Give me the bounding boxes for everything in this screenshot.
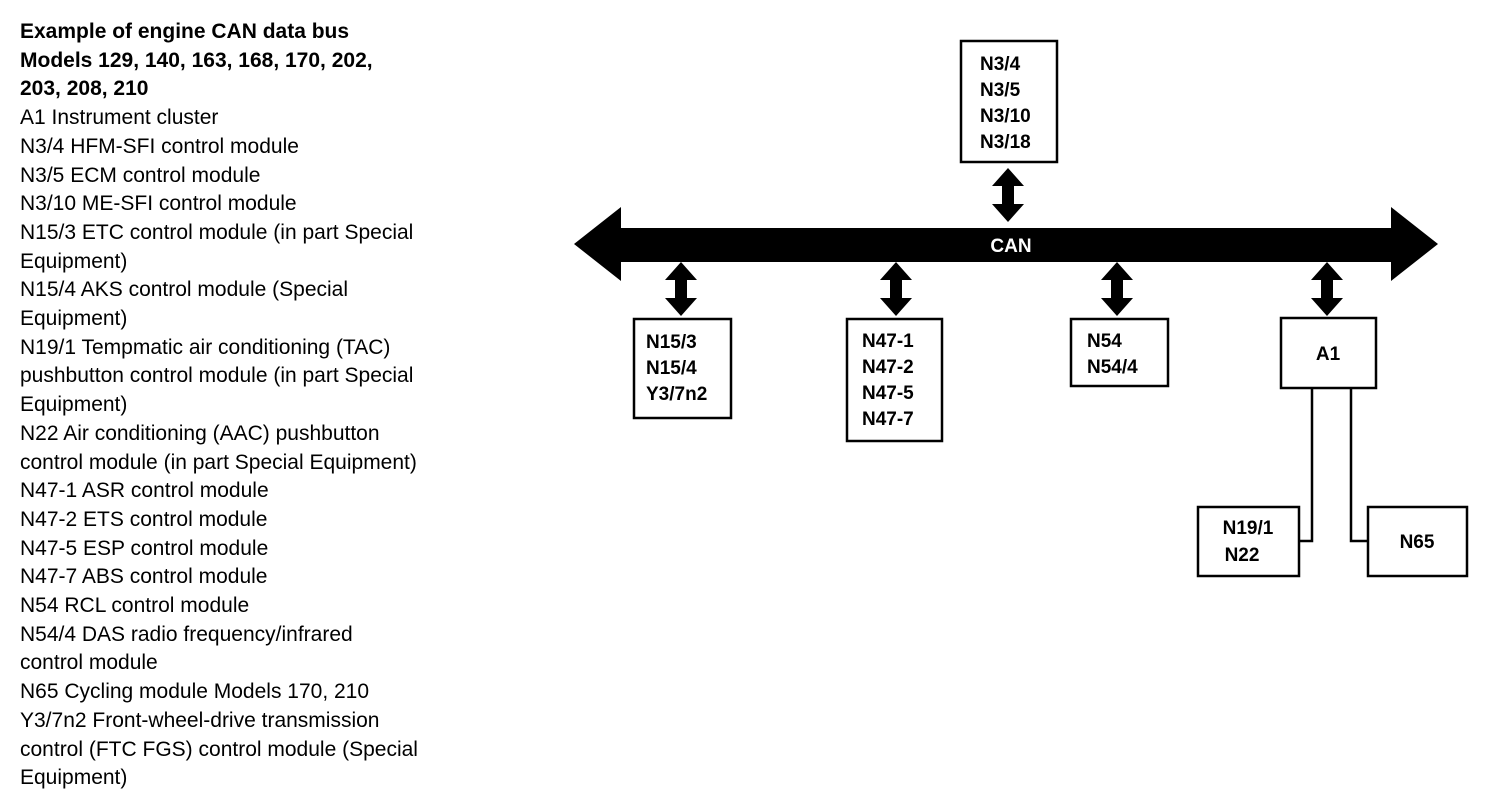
- connector-line-n19: [1299, 388, 1314, 543]
- legend-line: N3/4 HFM-SFI control module: [20, 134, 299, 158]
- connector-line-n65: [1349, 388, 1368, 543]
- legend-line: N54/4 DAS radio frequency/infrared: [20, 622, 353, 646]
- box-label: N3/18: [980, 132, 1031, 153]
- box-label: N54: [1087, 331, 1122, 352]
- legend-line: N19/1 Tempmatic air conditioning (TAC): [20, 335, 391, 359]
- legend-line: N54 RCL control module: [20, 594, 250, 618]
- legend-line: Equipment): [20, 249, 128, 273]
- box-label: N54/4: [1087, 357, 1138, 378]
- legend-line: N47-5 ESP control module: [20, 536, 269, 560]
- legend-line: pushbutton control module (in part Speci…: [20, 364, 414, 388]
- legend-title-line: Models 129, 140, 163, 168, 170, 202,: [20, 48, 373, 72]
- legend-line: N15/4 AKS control module (Special: [20, 278, 349, 302]
- can-bus-label: CAN: [990, 236, 1031, 257]
- box-label: N22: [1225, 545, 1260, 566]
- module-box-n65: [1366, 505, 1469, 578]
- legend: Example of engine CAN data bus Models 12…: [20, 18, 520, 793]
- legend-line: Equipment): [20, 766, 128, 790]
- box-label: N47-7: [862, 409, 914, 430]
- module-box-n54: [1069, 317, 1170, 388]
- box-label: N47-1: [862, 331, 914, 352]
- legend-title-line: 203, 208, 210: [20, 77, 149, 101]
- legend-line: N22 Air conditioning (AAC) pushbutton: [20, 421, 380, 445]
- legend-line: control (FTC FGS) control module (Specia…: [20, 737, 418, 761]
- module-box-top: [959, 39, 1059, 164]
- legend-line: N3/10 ME-SFI control module: [20, 192, 297, 216]
- connector-arrow-b2: [880, 262, 912, 316]
- box-label: N65: [1400, 532, 1435, 553]
- legend-title-line: Example of engine CAN data bus: [20, 20, 350, 43]
- box-label: A1: [1316, 344, 1341, 365]
- module-box-n47: [845, 317, 944, 443]
- box-label: N3/10: [980, 106, 1031, 127]
- legend-line: N47-7 ABS control module: [20, 565, 268, 589]
- box-label: N3/4: [980, 54, 1021, 75]
- legend-line: Equipment): [20, 393, 128, 417]
- connector-arrow-b1: [665, 262, 697, 316]
- legend-line: N47-1 ASR control module: [20, 479, 269, 503]
- connector-arrow-top: [992, 168, 1024, 222]
- module-box-n15: [632, 317, 733, 420]
- legend-line: Y3/7n2 Front-wheel-drive transmission: [20, 708, 380, 732]
- legend-line: N15/3 ETC control module (in part Specia…: [20, 220, 414, 244]
- legend-line: A1 Instrument cluster: [20, 106, 219, 130]
- legend-line: Equipment): [20, 307, 128, 331]
- box-label: N19/1: [1223, 518, 1274, 539]
- box-label: N3/5: [980, 80, 1021, 101]
- legend-line: N47-2 ETS control module: [20, 507, 268, 531]
- box-label: N15/4: [646, 358, 697, 379]
- connector-arrow-a1: [1311, 262, 1343, 316]
- module-box-a1: [1279, 316, 1378, 390]
- legend-line: control module (in part Special Equipmen…: [20, 450, 417, 474]
- legend-line: control module: [20, 651, 158, 675]
- box-label: N47-2: [862, 357, 914, 378]
- box-label: N47-5: [862, 383, 914, 404]
- legend-line: N65 Cycling module Models 170, 210: [20, 680, 370, 704]
- legend-line: N3/5 ECM control module: [20, 163, 261, 187]
- module-box-n19: [1196, 505, 1301, 578]
- box-label: Y3/7n2: [646, 384, 707, 405]
- connector-arrow-b3: [1101, 262, 1133, 316]
- can-bus-arrow: [574, 207, 1438, 281]
- box-label: N15/3: [646, 332, 697, 353]
